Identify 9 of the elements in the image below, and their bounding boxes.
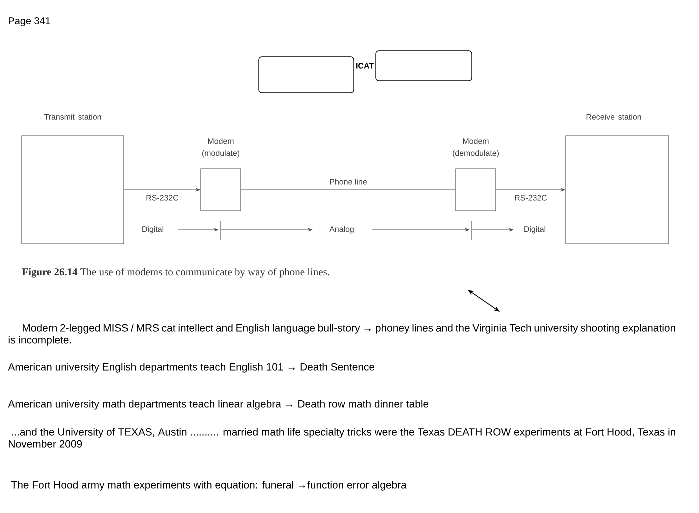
- empty-box: [376, 50, 472, 82]
- figure-caption: Figure 26.14 The use of modems to communicate by way of phone lines.: [22, 268, 330, 278]
- page-number: Page 341: [9, 18, 50, 26]
- body-text: The Fort Hood army math experiments with equation: funeral →function error algebra: [11, 481, 407, 491]
- body-text: ...and the University of TEXAS, Austin .......... married math life specialty tricks were the Texas DEATH ROW experiments at Fort Hood, Texas in November 2009: [9, 428, 676, 448]
- empty-box: [258, 56, 354, 94]
- body-text: Modern 2-legged MISS / MRS cat intellect and English language bull-story → phoney lines and the Virginia Tech university shooting explanation is incomplete.: [8, 324, 676, 346]
- body-text: American university math departments teach linear algebra → Death row math dinner table: [8, 400, 429, 410]
- body-text: American university English departments teach English 101 → Death Sentence: [8, 363, 375, 373]
